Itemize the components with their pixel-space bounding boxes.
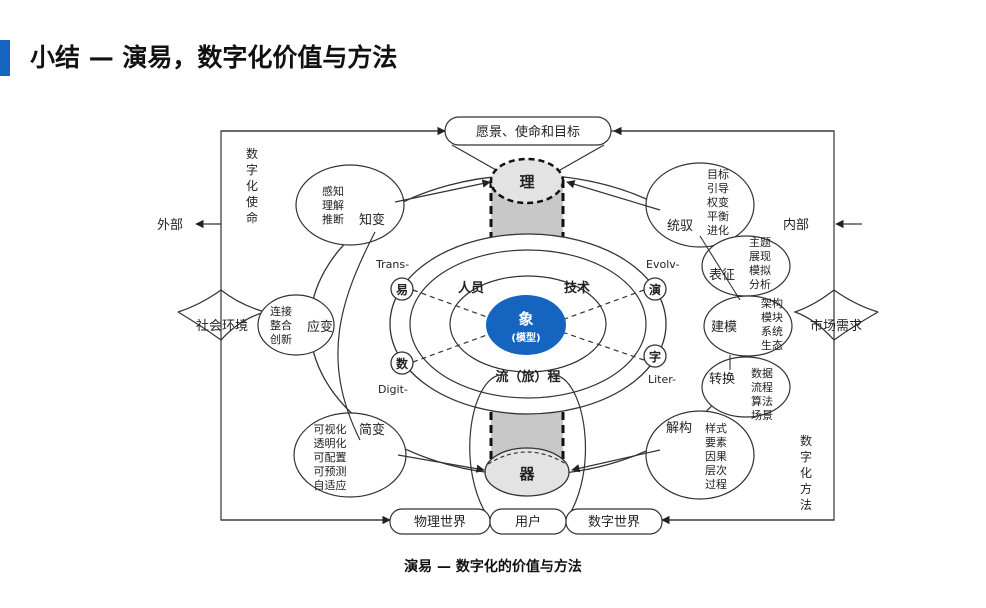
mission-char-2: 化 [246,179,258,193]
zhuanhuan-label: 转换 [709,372,735,387]
zhuanhuan-item-2: 算法 [751,394,773,408]
li-node [489,157,565,205]
jianbian-item-1: 透明化 [314,436,347,450]
trans-label: Trans- [375,258,409,271]
digital-world-box [565,508,663,535]
jianmo-item-1: 模块 [761,311,783,324]
page-title: 小结 — 演易，数字化价值与方法 [30,43,398,72]
center-rays [412,289,645,363]
tongyu-item-1: 引导 [707,181,729,195]
jiegou-item-1: 要素 [705,436,727,449]
zhibian-item-2: 推断 [322,212,344,226]
zhibian-item-0: 感知 [322,184,344,198]
yingbian-item-2: 创新 [270,332,292,346]
mission-char-4: 命 [246,210,258,225]
biaozheng-item-1: 展现 [749,250,771,263]
jianmo-bubble [703,295,793,357]
yingbian-label: 应变 [307,319,333,335]
yi-label: 易 [396,283,408,297]
shu-node: 数 [390,351,414,375]
vision-box-label: 愿景、使命和目标 [476,124,580,140]
jianmo-label: 建模 [711,320,737,335]
method-char-2: 化 [800,466,812,480]
method-char-4: 法 [800,498,812,512]
user-label: 用户 [515,514,541,530]
tongyu-label: 统驭 [667,219,693,234]
tongyu-item-0: 目标 [707,167,729,181]
mission-char-3: 使 [246,194,258,209]
zhuanhuan-item-0: 数据 [751,366,773,380]
method-char-1: 字 [800,449,812,464]
jianbian-item-2: 可配置 [314,451,347,464]
market-lens [793,289,835,341]
title-accent-bar [0,40,10,76]
jiegou-item-4: 过程 [705,478,727,491]
vision-box [444,116,612,146]
biaozheng-item-3: 分析 [749,277,771,291]
jiegou-item-0: 样式 [705,421,727,435]
digit-label: Digit- [378,383,408,396]
zhibian-item-1: 理解 [322,198,344,212]
mission-char-1: 字 [246,162,258,177]
yi-node: 易 [390,277,414,301]
jiegou-label: 解构 [666,421,692,436]
jianbian-item-0: 可视化 [314,422,347,436]
mission-char-0: 数 [246,146,258,161]
yingbian-item-0: 连接 [270,305,292,318]
yan-node: 演 [643,277,667,301]
xiang-center [486,295,566,355]
zhibian-bubble [295,164,405,246]
biaozheng-label: 表征 [709,268,735,283]
jiegou-item-3: 层次 [705,463,727,477]
li-label: 理 [519,173,534,191]
jiegou-bubble [645,410,755,500]
liter-label: Liter- [648,373,676,386]
tongyu-item-2: 权变 [707,195,729,209]
digital-world-label: 数字世界 [588,515,640,530]
tongyu-item-3: 平衡 [707,210,729,223]
figure-caption: 演易 — 数字化的价值与方法 [404,559,582,575]
core-ring [449,275,607,373]
inner-ring [409,249,647,399]
qi-node [484,447,570,497]
jianbian-bubble [293,412,407,498]
yan-label: 演 [649,282,661,297]
evolv-label: Evolv- [646,258,679,271]
method-char-0: 数 [800,433,812,448]
biaozheng-item-2: 模拟 [749,263,771,277]
jianmo-item-0: 架构 [761,296,783,310]
zi-node: 字 [643,344,667,368]
jianbian-label: 简变 [359,422,385,438]
xiang-sub-label: (模型) [511,331,540,344]
market-label: 市场需求 [810,318,862,334]
jianbian-item-3: 可预测 [314,465,347,478]
zi-label: 字 [649,349,661,364]
zhuanhuan-item-1: 流程 [751,380,773,394]
zhuanhuan-item-3: 场景 [751,408,773,422]
internal-label: 内部 [783,217,809,233]
qi-label: 器 [518,465,535,483]
external-label: 外部 [157,218,183,233]
flow-label: 流（旅）程 [495,369,560,385]
zhibian-label: 知变 [359,212,385,228]
society-label: 社会环境 [196,318,248,334]
zhuanhuan-bubble [701,356,791,418]
yingbian-item-1: 整合 [270,318,292,332]
method-char-3: 方 [800,481,812,496]
tech-label: 技术 [564,280,590,296]
biaozheng-item-0: 主题 [749,236,771,249]
jianbian-item-4: 自适应 [314,478,347,492]
physical-world-label: 物理世界 [414,515,466,530]
people-label: 人员 [458,280,484,296]
tongyu-item-4: 进化 [707,223,729,237]
yingbian-bubble [257,294,335,356]
jianmo-item-2: 系统 [761,325,783,338]
jianmo-item-3: 生态 [761,338,783,352]
biaozheng-bubble [701,235,791,297]
shu-label: 数 [396,356,409,371]
jiegou-item-2: 因果 [705,450,727,463]
tongyu-bubble [645,162,755,248]
xiang-label: 象 [518,310,533,328]
